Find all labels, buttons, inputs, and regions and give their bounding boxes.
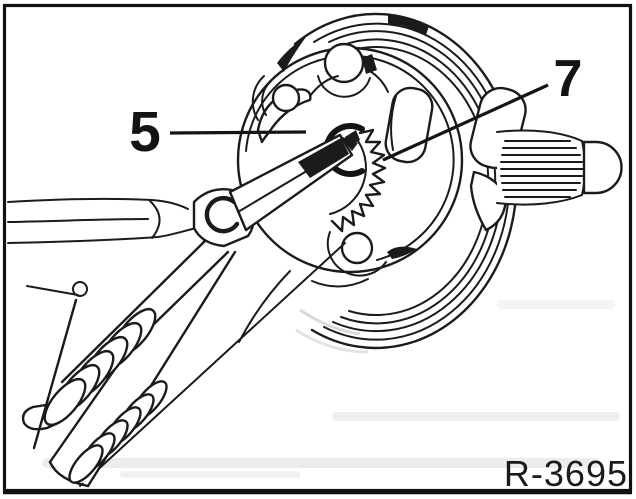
boot-fold-faint: [295, 328, 369, 354]
cage-shoulder-left: [309, 75, 339, 97]
callout-7-label: 7: [554, 50, 583, 108]
cage-bottom-rim: [311, 278, 369, 288]
coil-spring-upper: [43, 308, 157, 426]
hub-bore-arc: [329, 136, 367, 215]
handle-upper-edge: [60, 236, 210, 384]
callout-5: 5: [129, 100, 307, 164]
shading-wedge-top: [388, 15, 429, 35]
ball-left-socket: [261, 80, 272, 116]
shading-wedge-top-left: [277, 37, 306, 72]
shaft-splines: [500, 140, 584, 198]
handle-horizontal: [7, 197, 197, 244]
ball-bottom: [340, 231, 374, 265]
ball-top: [323, 42, 365, 84]
stub-shaft: [496, 129, 623, 206]
ball-left-socket-outer: [251, 75, 265, 121]
cv-joint: [236, 12, 623, 354]
plier-jaws: [228, 133, 358, 232]
handle-lower-tip: [48, 460, 90, 488]
scan-artifacts: [42, 300, 620, 478]
shaft-top-edge: [496, 129, 583, 142]
pivot-ring: [204, 196, 240, 234]
coil-spring-lower: [68, 380, 168, 484]
hub-spline-teeth: [330, 128, 387, 233]
cage-window-inner-line: [390, 95, 397, 151]
jaw-shading: [298, 138, 349, 178]
boot-fold-faint: [299, 308, 361, 336]
callout-7: 7: [382, 50, 583, 162]
shading-window-bottom: [387, 246, 417, 259]
hook-rod: [26, 281, 88, 450]
figure-border: [2, 3, 633, 493]
shading-wedge-cage: [362, 54, 377, 74]
shaft-bottom-edge: [496, 194, 583, 206]
ball-left: [271, 83, 301, 113]
circlip-pliers: [7, 133, 358, 488]
leader-line-5: [169, 130, 307, 135]
figure-reference-code: R-3695: [504, 453, 628, 494]
cage-and-balls: [238, 42, 434, 354]
shaft-end-cap: [582, 140, 623, 195]
boot-edge: [238, 270, 291, 343]
handle-butt-curve: [149, 200, 161, 239]
face-rim-inner: [245, 54, 455, 261]
leader-line-7: [382, 83, 549, 162]
jaw-tip: [340, 136, 358, 151]
handle-lower-fill: [50, 240, 235, 486]
handle-spring-arm: [79, 242, 346, 487]
cage-window-bottom: [326, 231, 387, 277]
callout-5-label: 5: [129, 100, 161, 164]
